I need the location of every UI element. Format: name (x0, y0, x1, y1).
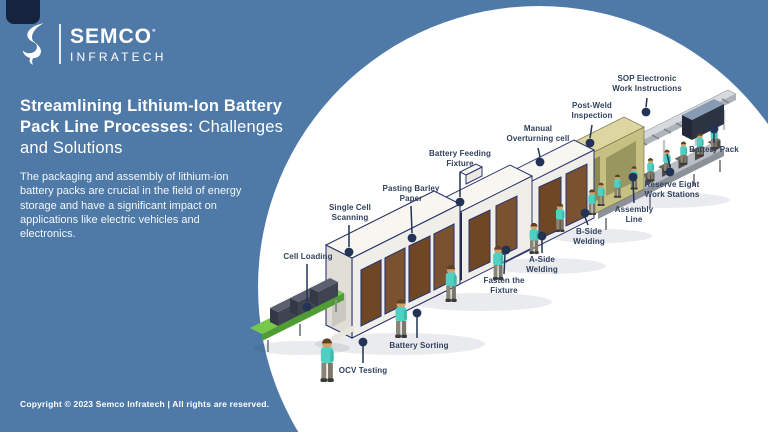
label-ocv-testing: OCV Testing (338, 366, 388, 375)
label-battery-feeding-fixture: Battery Feeding Fixture (429, 149, 491, 169)
page-title: Streamlining Lithium-Ion Battery Pack Li… (20, 96, 292, 159)
title-regular: Challenges and Solutions (20, 117, 284, 157)
label-manual-overturning-cell: Manual Overturning cell (506, 124, 570, 144)
label-post-weld-inspection: Post-Weld Inspection (571, 101, 613, 121)
label-battery-pack: Battery Pack (689, 145, 739, 154)
label-cell-loading: Cell Loading (283, 252, 333, 261)
brand-trademark: ° (152, 26, 157, 37)
label-b-side-welding: B-Side Welding (573, 227, 605, 247)
label-single-cell-scanning: Single Cell Scanning (329, 203, 371, 223)
label-a-side-welding: A-Side Welding (526, 255, 558, 275)
intro-paragraph: The packaging and assembly of lithium-io… (20, 171, 242, 241)
copyright-text: Copyright © 2023 Semco Infratech | All r… (20, 399, 270, 409)
swan-logo-icon (22, 23, 44, 65)
brand-logo: SEMCO° INFRATECH (20, 22, 167, 66)
callout-dots (302, 107, 719, 347)
brand-name: SEMCO (70, 24, 153, 48)
callout-lines (306, 97, 715, 363)
battery-cells (270, 278, 338, 326)
brand-subname: INFRATECH (70, 49, 167, 64)
corner-accent (6, 0, 40, 24)
logo-divider (59, 24, 61, 64)
label-battery-sorting: Battery Sorting (389, 341, 449, 350)
title-bold: Streamlining Lithium-Ion Battery Pack Li… (20, 97, 283, 136)
label-fasten-the-fixture: Fasten the Fixture (483, 276, 525, 296)
battery-pack-box (682, 99, 724, 140)
label-assembly-line: Assembly Line (614, 205, 654, 225)
label-pasting-barley-paper: Pasting Barley Paper (382, 184, 440, 204)
label-reserve-eight: Reserve Eight Work Stations (644, 180, 700, 200)
label-sop-instructions: SOP Electronic Work Instructions (612, 74, 682, 94)
